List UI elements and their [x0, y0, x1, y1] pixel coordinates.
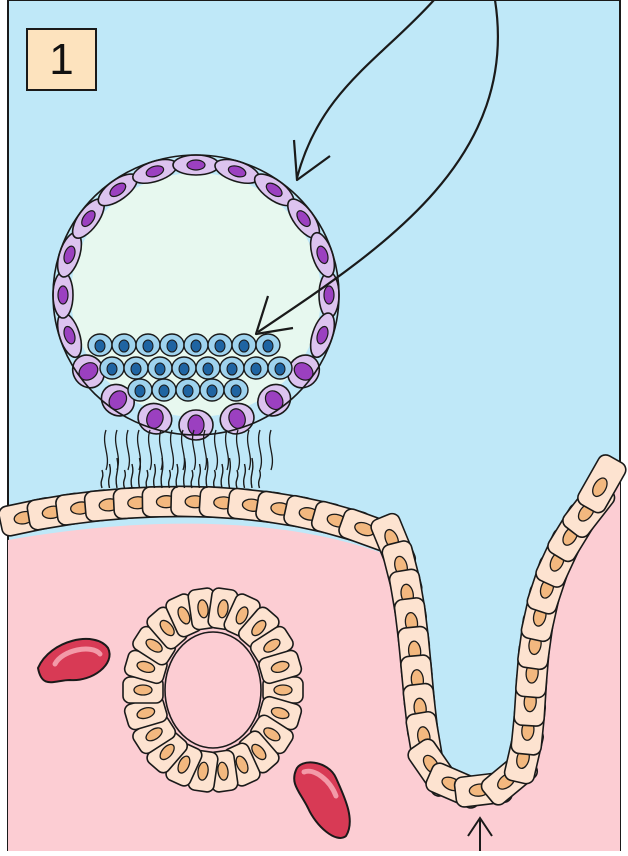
gland-nucleus: [134, 685, 152, 695]
trophoblast-nucleus: [58, 286, 68, 304]
blastocoel: [71, 173, 321, 417]
inner-mass-cell: [244, 357, 268, 379]
inner-mass-cell: [220, 357, 244, 379]
inner-mass-nucleus: [183, 385, 193, 397]
inner-mass-nucleus: [179, 363, 189, 375]
inner-mass-cell: [124, 357, 148, 379]
inner-mass-nucleus: [135, 385, 145, 397]
inner-mass-cell: [200, 379, 224, 401]
inner-mass-nucleus: [191, 340, 201, 352]
inner-mass-cell: [88, 334, 112, 356]
inner-mass-cell: [128, 379, 152, 401]
inner-mass-cell: [172, 357, 196, 379]
panel-number-box: 1: [26, 28, 97, 91]
inner-mass-nucleus: [167, 340, 177, 352]
inner-mass-nucleus: [239, 340, 249, 352]
gland-lumen: [165, 632, 261, 748]
trophoblast-nucleus: [187, 160, 205, 170]
inner-mass-nucleus: [119, 340, 129, 352]
inner-mass-cell: [152, 379, 176, 401]
inner-mass-nucleus: [251, 363, 261, 375]
inner-mass-nucleus: [263, 340, 273, 352]
inner-mass-nucleus: [159, 385, 169, 397]
inner-mass-cell: [136, 334, 160, 356]
trophoblast-nucleus: [324, 286, 334, 304]
inner-mass-cell: [112, 334, 136, 356]
inner-mass-cell: [208, 334, 232, 356]
inner-mass-cell: [224, 379, 248, 401]
inner-mass-nucleus: [231, 385, 241, 397]
trophoblast-cell: [53, 272, 73, 318]
inner-mass-nucleus: [207, 385, 217, 397]
inner-mass-cell: [184, 334, 208, 356]
inner-mass-cell: [256, 334, 280, 356]
inner-mass-cell: [176, 379, 200, 401]
inner-mass-cell: [148, 357, 172, 379]
inner-mass-cell: [160, 334, 184, 356]
gland-nucleus: [274, 685, 292, 695]
inner-mass-nucleus: [215, 340, 225, 352]
inner-mass-cell: [268, 357, 292, 379]
inner-mass-nucleus: [227, 363, 237, 375]
inner-mass-cell: [232, 334, 256, 356]
trophoblast-nucleus: [188, 415, 204, 435]
inner-mass-nucleus: [143, 340, 153, 352]
inner-mass-nucleus: [107, 363, 117, 375]
inner-mass-nucleus: [275, 363, 285, 375]
inner-mass-nucleus: [131, 363, 141, 375]
inner-mass-cell: [100, 357, 124, 379]
inner-mass-nucleus: [155, 363, 165, 375]
inner-mass-cell: [196, 357, 220, 379]
panel-number: 1: [49, 38, 73, 82]
inner-mass-nucleus: [95, 340, 105, 352]
trophoblast-cell: [173, 155, 219, 175]
inner-mass-nucleus: [203, 363, 213, 375]
